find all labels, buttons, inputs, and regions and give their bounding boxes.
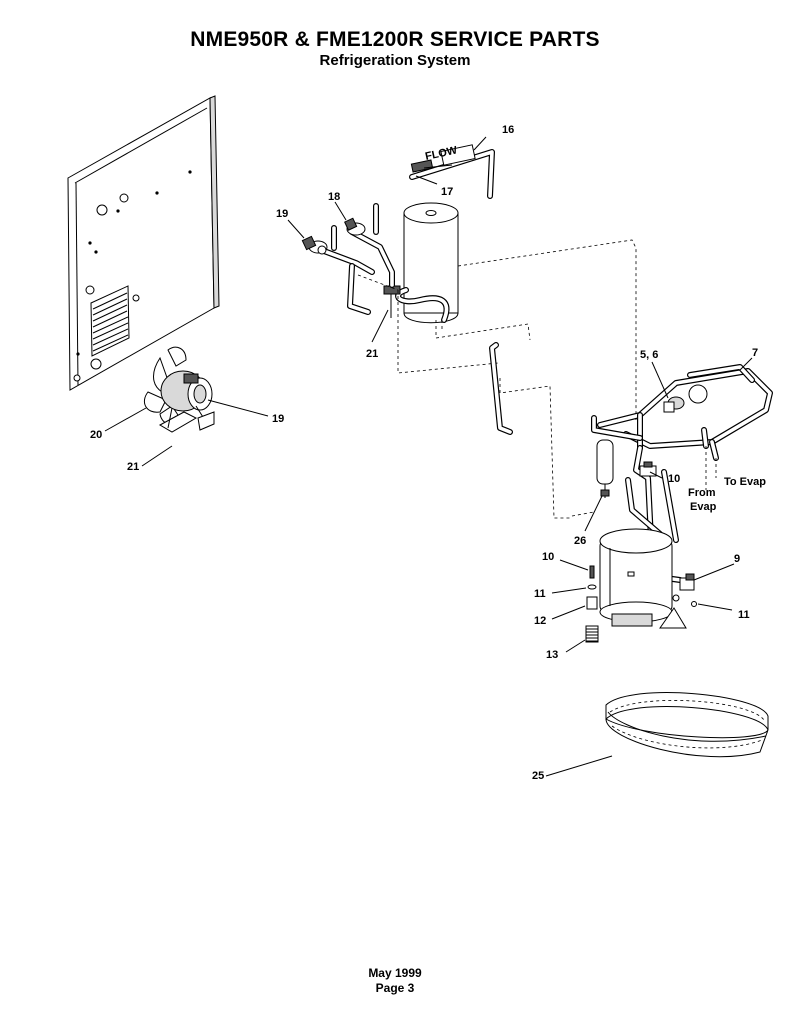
back-panel <box>67 95 220 391</box>
receiver-tank <box>383 202 459 324</box>
callout-20: 20 <box>90 429 102 441</box>
footer-date: May 1999 <box>368 966 422 980</box>
evap-label: Evap <box>690 501 717 513</box>
callout-21-lower: 21 <box>127 461 139 473</box>
discharge-tube-frame <box>597 357 773 490</box>
callout-16: 16 <box>502 124 514 136</box>
compressor <box>599 445 735 629</box>
footer-page-number: Page 3 <box>375 981 415 995</box>
compressor-ring <box>545 692 769 777</box>
callout-7: 7 <box>752 347 758 359</box>
filter-drier: FLOW <box>409 144 495 199</box>
callout-21-upper: 21 <box>366 348 378 360</box>
callout-26: 26 <box>574 535 586 547</box>
callout-11-right: 11 <box>738 609 750 621</box>
callout-25: 25 <box>532 770 544 782</box>
loose-tube <box>489 342 513 435</box>
page-subtitle: Refrigeration System <box>319 52 471 69</box>
callout-9: 9 <box>734 553 740 565</box>
callout-5-6: 5, 6 <box>640 349 658 361</box>
mounting-hardware <box>551 559 599 653</box>
callout-19-lower: 19 <box>272 413 284 425</box>
fan-motor-assembly <box>104 346 269 467</box>
upper-valve-assembly <box>287 136 487 343</box>
callout-11-left: 11 <box>534 588 546 600</box>
callout-13: 13 <box>546 649 558 661</box>
callout-10-upper: 10 <box>668 473 680 485</box>
to-evap-label: To Evap <box>724 476 766 488</box>
callout-17: 17 <box>441 186 453 198</box>
callout-10-lower: 10 <box>542 551 554 563</box>
from-label: From <box>688 487 716 499</box>
accumulator <box>584 415 643 532</box>
dashed-leader-lines <box>357 239 637 519</box>
page-title: NME950R & FME1200R SERVICE PARTS <box>190 28 600 51</box>
callout-18: 18 <box>328 191 340 203</box>
callout-19-upper: 19 <box>276 208 288 220</box>
callout-12: 12 <box>534 615 546 627</box>
